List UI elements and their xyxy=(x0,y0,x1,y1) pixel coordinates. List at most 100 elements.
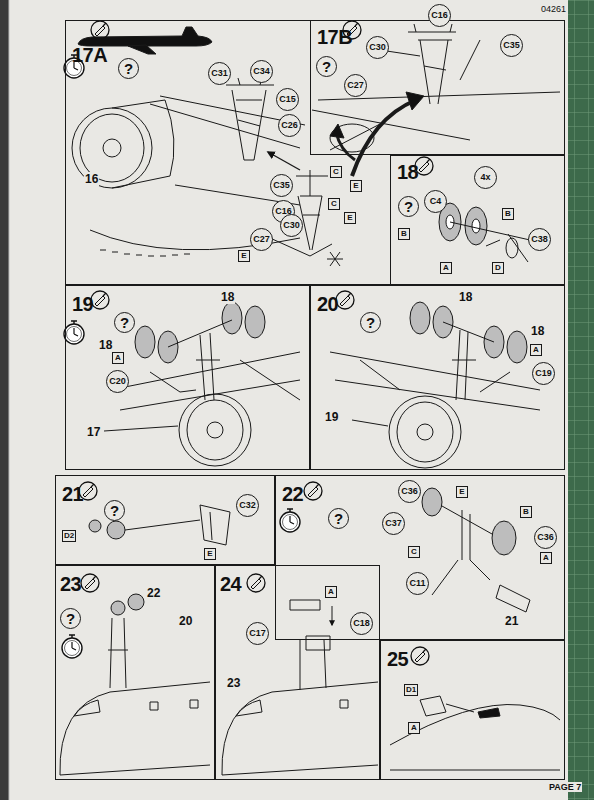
line-art-stroke xyxy=(207,422,223,438)
line-art-stroke xyxy=(420,696,474,716)
help-symbol: ? xyxy=(118,58,139,79)
line-art-stroke xyxy=(432,506,530,612)
attach-point: E xyxy=(204,548,216,560)
attach-point: A xyxy=(112,352,124,364)
attach-point: E xyxy=(350,180,362,192)
attach-point: B xyxy=(520,506,532,518)
callout-number: 22 xyxy=(146,586,161,600)
line-art-stroke xyxy=(380,40,480,104)
step-panel: 24 xyxy=(215,565,380,780)
line-art-stroke xyxy=(78,27,212,46)
step-number: 20 xyxy=(317,294,338,314)
line-art-stroke xyxy=(296,170,328,196)
attach-point: A xyxy=(408,722,420,734)
line-art-stroke xyxy=(222,682,378,775)
callout-number: 18 xyxy=(530,324,545,338)
line-art-stroke xyxy=(125,505,230,545)
part-number: C15 xyxy=(276,88,299,111)
line-art-stroke xyxy=(72,108,152,188)
line-art-stroke xyxy=(417,424,433,440)
part-number: C17 xyxy=(246,622,269,645)
callout-number: 16 xyxy=(84,172,99,186)
help-symbol: ? xyxy=(360,312,381,333)
step-number: 24 xyxy=(220,574,241,594)
step-panel: 25 xyxy=(380,640,565,780)
attach-point: A xyxy=(325,586,337,598)
line-art-stroke xyxy=(112,100,174,188)
line-art-stroke xyxy=(108,618,128,688)
line-art-stroke xyxy=(506,238,518,258)
callout-number: 18 xyxy=(458,290,473,304)
attach-point: A xyxy=(530,344,542,356)
line-art-stroke xyxy=(352,420,388,426)
line-art-stroke xyxy=(247,574,265,592)
line-art-stroke xyxy=(270,196,332,256)
line-art-stroke xyxy=(411,647,429,665)
step-panel: 19 xyxy=(65,285,310,470)
help-symbol: ? xyxy=(114,312,135,333)
part-number: C27 xyxy=(250,228,273,251)
line-art-stroke xyxy=(568,0,594,800)
attach-point: C xyxy=(330,166,342,178)
line-art-stroke xyxy=(280,509,300,532)
line-art-stroke xyxy=(332,606,333,625)
line-art-stroke xyxy=(60,682,210,775)
line-art-stroke xyxy=(330,124,344,138)
help-symbol: ? xyxy=(328,508,349,529)
line-art-stroke xyxy=(472,219,480,233)
line-art-stroke xyxy=(390,705,560,771)
line-art-stroke xyxy=(406,92,424,110)
line-art-stroke xyxy=(100,250,190,256)
line-art-stroke xyxy=(492,521,516,555)
step-panel: 21 xyxy=(55,475,275,565)
line-art-stroke xyxy=(64,321,84,344)
line-art-stroke xyxy=(179,394,251,466)
step-number: 22 xyxy=(282,484,303,504)
line-art-stroke xyxy=(90,96,305,250)
step-panel: 23 xyxy=(55,565,215,780)
line-art-stroke xyxy=(62,635,82,658)
line-art-stroke xyxy=(222,302,242,334)
part-number: C19 xyxy=(532,362,555,385)
part-number: C37 xyxy=(382,512,405,535)
callout-number: 18 xyxy=(220,290,235,304)
line-art-stroke xyxy=(327,252,343,266)
line-art-stroke xyxy=(478,708,500,718)
line-art-stroke xyxy=(290,600,330,690)
step-number: 17A xyxy=(72,45,107,65)
attach-point: E xyxy=(456,486,468,498)
callout-number: 19 xyxy=(324,410,339,424)
part-number: 4x xyxy=(474,166,497,189)
line-art-stroke xyxy=(330,352,540,410)
line-art-stroke xyxy=(103,139,121,157)
line-art-stroke xyxy=(81,574,99,592)
callout-number: 18 xyxy=(98,338,113,352)
kit-number: 04261 xyxy=(540,4,567,14)
part-number: C34 xyxy=(250,60,273,83)
step-panel: 20 xyxy=(310,285,565,470)
line-art-stroke xyxy=(450,222,530,262)
attach-point: D xyxy=(492,262,504,274)
line-art-stroke xyxy=(135,326,155,358)
line-art-stroke xyxy=(507,331,527,363)
line-art-stroke xyxy=(9,0,10,800)
line-art-stroke xyxy=(340,700,348,708)
line-art-stroke xyxy=(110,352,300,410)
attach-point: E xyxy=(238,250,250,262)
line-art-stroke xyxy=(389,396,461,468)
help-symbol: ? xyxy=(104,500,125,521)
part-number: C27 xyxy=(344,74,367,97)
help-symbol: ? xyxy=(316,56,337,77)
line-art-stroke xyxy=(89,520,101,532)
line-art-stroke xyxy=(104,426,178,431)
callout-number: 21 xyxy=(504,614,519,628)
callout-number: 20 xyxy=(178,614,193,628)
part-number: C32 xyxy=(236,494,259,517)
step-number: 23 xyxy=(60,574,81,594)
line-art-stroke xyxy=(304,482,322,500)
step-number: 18 xyxy=(397,162,418,182)
attach-point: D2 xyxy=(62,530,76,542)
line-art-stroke xyxy=(408,24,456,32)
line-art-stroke xyxy=(422,488,442,516)
